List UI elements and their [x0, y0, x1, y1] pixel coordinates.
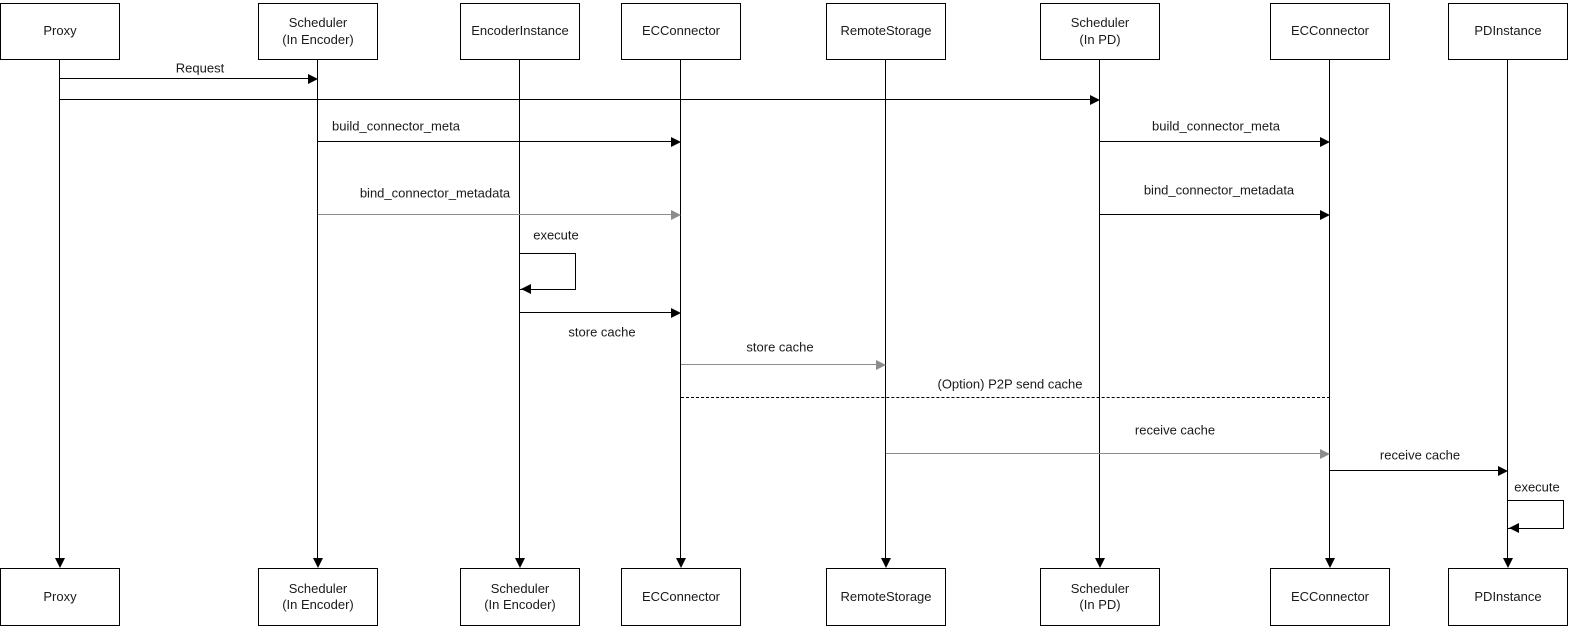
message-6-store-cache-line	[520, 312, 673, 314]
message-7-store-cache-line	[681, 364, 878, 366]
message-3-bind-connector-metadata-arrowhead	[671, 210, 681, 220]
actor-top-box-ec-connector-pd: ECConnector	[1270, 3, 1390, 60]
lifeline-encoder-instance	[519, 60, 521, 560]
self-loop-label-pd-instance: execute	[1512, 479, 1562, 495]
message-10-receive-cache-label: receive cache	[1377, 447, 1463, 463]
actor-top-box-ec-connector-encoder: ECConnector	[621, 3, 741, 60]
lifeline-ec-connector-pd	[1329, 60, 1331, 560]
lifeline-proxy	[59, 60, 61, 560]
lifeline-arrowhead-ec-connector-pd	[1325, 558, 1335, 568]
lifeline-pd-instance	[1507, 60, 1509, 560]
message-0-request-label: Request	[173, 60, 227, 76]
message-2-build-connector-meta-label: build_connector_meta	[330, 118, 462, 134]
actor-bottom-box-ec-connector-pd: ECConnector	[1270, 568, 1390, 626]
message-7-store-cache-label: store cache	[744, 339, 816, 355]
message-2-build-connector-meta-line	[318, 141, 673, 143]
message-4-build-connector-meta-line	[1100, 141, 1322, 143]
lifeline-arrowhead-scheduler-encoder	[313, 558, 323, 568]
actor-bottom-box-ec-connector-encoder: ECConnector	[621, 568, 741, 626]
message-8-option-p2p-send-cache-label: (Option) P2P send cache	[935, 376, 1085, 392]
message-0-request-line	[60, 78, 310, 80]
actor-bottom-box-scheduler-encoder: Scheduler (In Encoder)	[258, 568, 378, 626]
message-1-line	[60, 99, 1092, 101]
message-6-store-cache-arrowhead	[671, 308, 681, 318]
self-loop-encoder-instance	[520, 253, 576, 290]
lifeline-scheduler-pd	[1099, 60, 1101, 560]
message-5-bind-connector-metadata-arrowhead	[1320, 210, 1330, 220]
lifeline-remote-storage	[885, 60, 887, 560]
lifeline-arrowhead-ec-connector-encoder	[676, 558, 686, 568]
self-loop-pd-instance	[1508, 500, 1564, 529]
lifeline-arrowhead-proxy	[55, 558, 65, 568]
actor-top-box-scheduler-pd: Scheduler (In PD)	[1040, 3, 1160, 60]
message-4-build-connector-meta-arrowhead	[1320, 137, 1330, 147]
lifeline-arrowhead-remote-storage	[881, 558, 891, 568]
message-8-option-p2p-send-cache-line	[681, 397, 1330, 399]
message-4-build-connector-meta-label: build_connector_meta	[1150, 118, 1282, 134]
message-0-request-arrowhead	[308, 74, 318, 84]
actor-top-box-remote-storage: RemoteStorage	[826, 3, 946, 60]
actor-bottom-box-pd-instance: PDInstance	[1448, 568, 1568, 626]
actor-top-box-encoder-instance: EncoderInstance	[460, 3, 580, 60]
message-10-receive-cache-arrowhead	[1498, 466, 1508, 476]
message-10-receive-cache-line	[1330, 470, 1500, 472]
message-5-bind-connector-metadata-label: bind_connector_metadata	[1141, 182, 1297, 198]
message-2-build-connector-meta-arrowhead	[671, 137, 681, 147]
lifeline-scheduler-encoder	[317, 60, 319, 560]
lifeline-arrowhead-encoder-instance	[515, 558, 525, 568]
message-9-receive-cache-arrowhead	[1320, 449, 1330, 459]
actor-top-box-pd-instance: PDInstance	[1448, 3, 1568, 60]
actor-top-box-proxy: Proxy	[0, 3, 120, 60]
message-3-bind-connector-metadata-line	[318, 214, 673, 216]
actor-bottom-box-proxy: Proxy	[0, 568, 120, 626]
actor-bottom-box-scheduler-pd: Scheduler (In PD)	[1040, 568, 1160, 626]
self-loop-arrowhead-encoder-instance	[521, 283, 531, 294]
message-6-store-cache-label: store cache	[566, 324, 638, 340]
actor-top-box-scheduler-encoder: Scheduler (In Encoder)	[258, 3, 378, 60]
actor-bottom-box-remote-storage: RemoteStorage	[826, 568, 946, 626]
message-1-arrowhead	[1090, 95, 1100, 105]
message-9-receive-cache-label: receive cache	[1132, 422, 1218, 438]
lifeline-arrowhead-pd-instance	[1503, 558, 1513, 568]
actor-bottom-box-encoder-instance: Scheduler (In Encoder)	[460, 568, 580, 626]
self-loop-arrowhead-pd-instance	[1509, 522, 1519, 533]
lifeline-arrowhead-scheduler-pd	[1095, 558, 1105, 568]
message-7-store-cache-arrowhead	[876, 360, 886, 370]
message-5-bind-connector-metadata-line	[1100, 214, 1322, 216]
message-9-receive-cache-line	[886, 453, 1322, 455]
message-3-bind-connector-metadata-label: bind_connector_metadata	[357, 185, 513, 201]
self-loop-label-encoder-instance: execute	[531, 227, 581, 243]
